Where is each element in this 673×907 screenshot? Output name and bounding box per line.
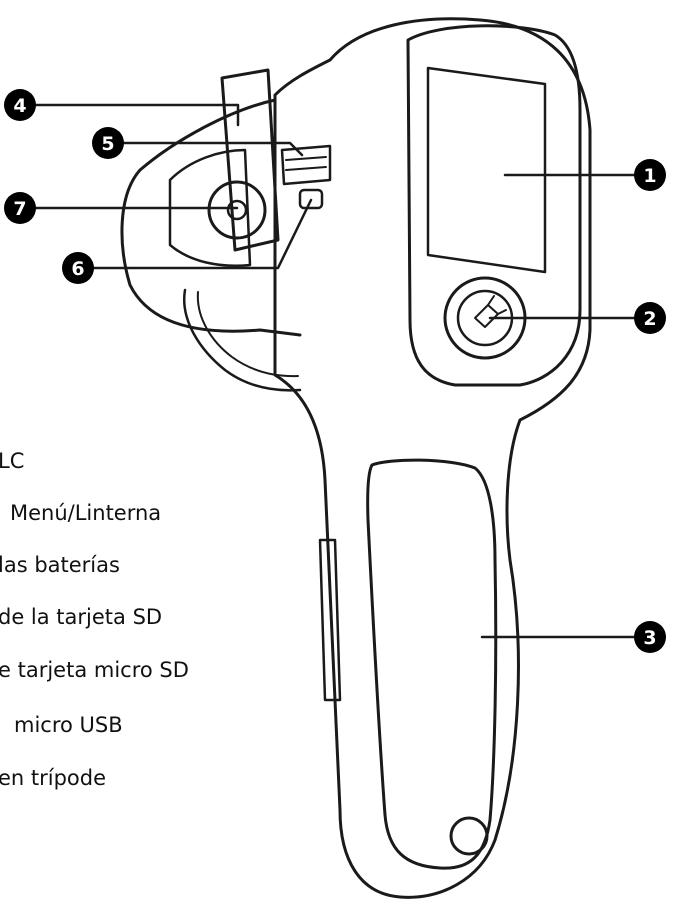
callout-badge-3: 3 — [634, 621, 666, 653]
callout-badge-1: 1 — [634, 159, 666, 191]
device-body-outline — [273, 17, 592, 899]
card-door-flap — [220, 68, 280, 252]
callout-line-4 — [28, 103, 240, 127]
callout-badge-2: 2 — [634, 302, 666, 334]
tripod-mount-outer — [207, 180, 267, 240]
callout-badge-5: 5 — [92, 127, 124, 159]
lcd-screen — [426, 66, 547, 274]
micro-sd-slot — [280, 144, 332, 186]
flashlight-symbol-icon — [474, 295, 507, 328]
callout-badge-7: 7 — [4, 192, 36, 224]
legend-item-6: micro USB — [14, 713, 123, 737]
callout-number-4: 4 — [13, 95, 26, 117]
tripod-mount-inner — [226, 199, 248, 221]
legend-item-1: LC — [0, 449, 25, 473]
callout-number-5: 5 — [101, 133, 114, 155]
callout-badge-6: 6 — [62, 252, 94, 284]
callout-number-6: 6 — [71, 258, 84, 280]
callout-line-5 — [116, 141, 304, 157]
micro-sd-slot-edge — [285, 156, 327, 161]
callout-number-2: 2 — [643, 308, 656, 330]
legend-item-2: Menú/Linterna — [10, 501, 162, 525]
callout-number-1: 1 — [643, 165, 656, 187]
legend-item-4: de la tarjeta SD — [0, 605, 163, 629]
wrist-strap-inner — [196, 291, 299, 378]
micro-usb-port — [298, 188, 324, 210]
legend-item-7: en trípode — [0, 766, 107, 790]
battery-cover — [366, 458, 498, 870]
sensor-head-front — [168, 148, 252, 267]
callout-number-3: 3 — [643, 627, 656, 649]
callout-line-6 — [86, 198, 313, 270]
screen-bezel — [406, 24, 582, 387]
callout-badge-4: 4 — [4, 89, 36, 121]
wrist-strap-hole — [449, 816, 489, 856]
legend-item-5: e tarjeta micro SD — [0, 658, 189, 682]
micro-sd-slot-edge-2 — [285, 166, 327, 171]
wrist-strap — [182, 288, 302, 392]
callout-number-7: 7 — [13, 198, 26, 220]
legend-item-3: las baterías — [0, 553, 120, 577]
side-groove — [318, 538, 342, 702]
